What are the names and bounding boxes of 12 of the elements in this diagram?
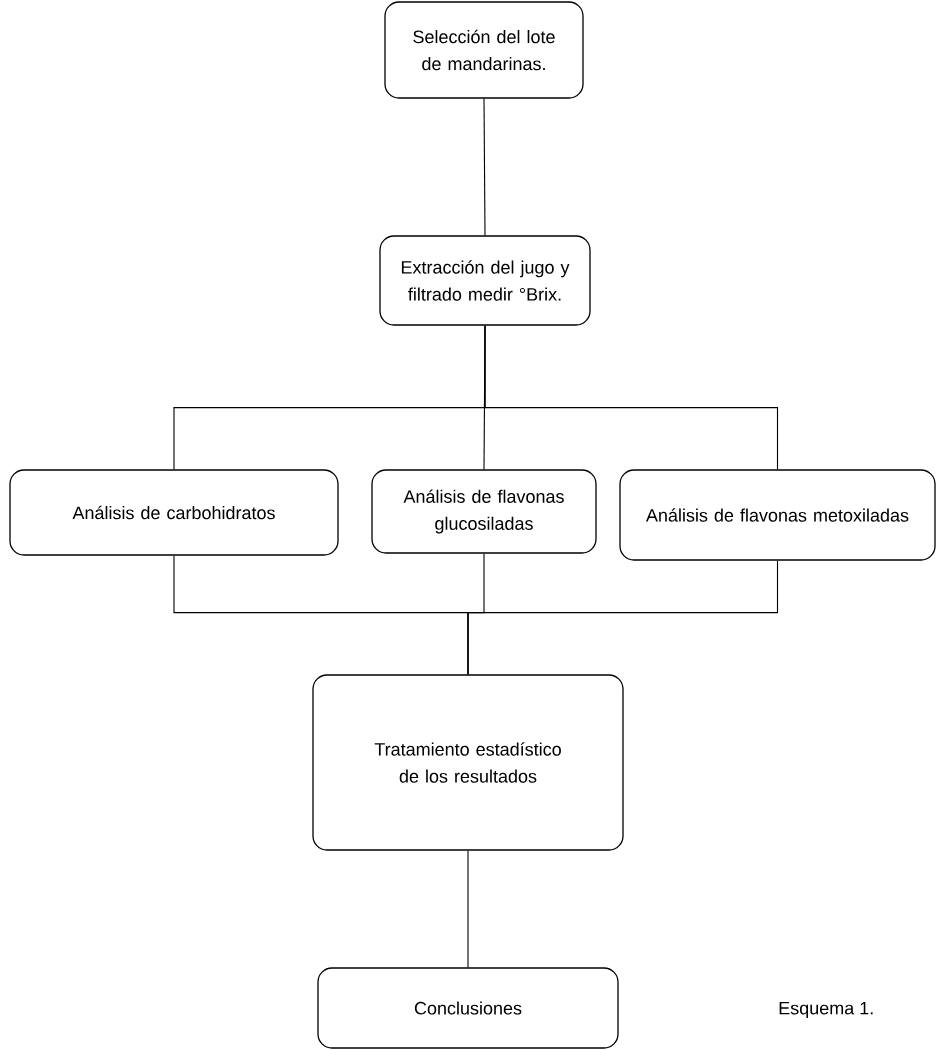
process-box: Selección del lote de mandarinas. — [384, 1, 584, 99]
process-box: Análisis de flavonas metoxiladas — [619, 469, 936, 561]
connector-line — [467, 560, 779, 675]
process-box: Extracción del jugo y filtrado medir °Brix. — [379, 235, 591, 326]
connector-line — [483, 98, 486, 236]
connector-line — [467, 850, 469, 968]
process-box: Conclusiones — [317, 967, 619, 1049]
connector-line — [484, 325, 779, 470]
caption: Esquema 1. — [779, 1001, 873, 1019]
process-box: Análisis de carbohidratos — [9, 469, 339, 556]
process-box: Tratamiento estadístico de los resultados — [312, 674, 624, 851]
process-box: Análisis de flavonas glucosiladas — [371, 469, 597, 554]
